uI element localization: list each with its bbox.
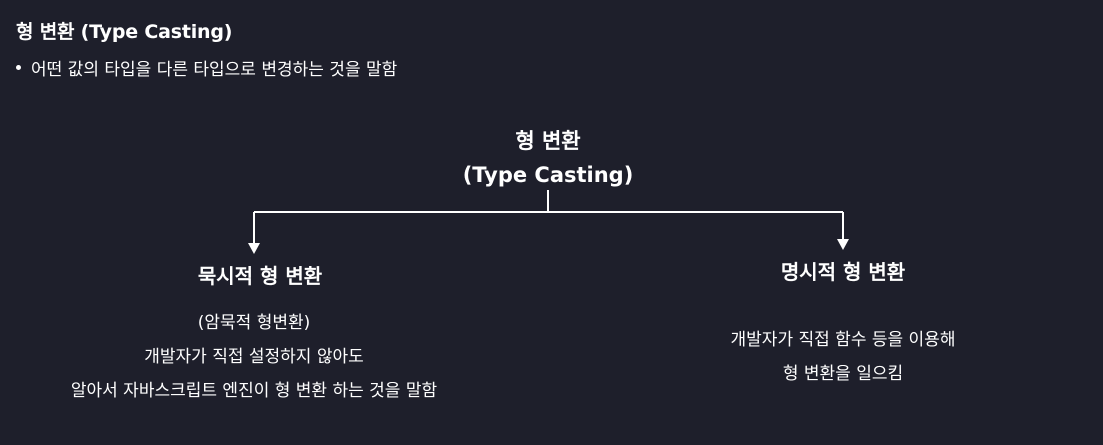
explicit-desc-line: 형 변환을 일으킴 xyxy=(782,364,904,384)
right-arrowhead-icon xyxy=(837,239,849,250)
root-label-line2: (Type Casting) xyxy=(462,163,634,187)
explicit-conversion-desc: 개발자가 직접 함수 등을 이용해 형 변환을 일으킴 xyxy=(731,323,956,391)
left-arrowhead-icon xyxy=(248,243,260,254)
root-label-line1: 형 변환 xyxy=(515,129,581,153)
explicit-desc-line: 개발자가 직접 함수 등을 이용해 xyxy=(730,330,956,350)
implicit-conversion-title: 묵시적 형 변환 xyxy=(197,264,323,288)
bullet-item: 어떤 값의 타입을 다른 타입으로 변경하는 것을 말함 xyxy=(16,55,397,80)
explicit-conversion-title: 명시적 형 변환 xyxy=(780,260,906,284)
implicit-desc-line: 알아서 자바스크립트 엔진이 형 변환 하는 것을 말함 xyxy=(70,381,438,401)
bullet-text: 어떤 값의 타입을 다른 타입으로 변경하는 것을 말함 xyxy=(31,60,398,80)
bullet-icon xyxy=(16,65,21,70)
diagram-root-node: 형 변환 (Type Casting) xyxy=(463,124,634,192)
implicit-desc-line: 개발자가 직접 설정하지 않아도 xyxy=(144,347,364,367)
implicit-desc-line: (암묵적 형변환) xyxy=(197,313,311,333)
implicit-conversion-desc: (암묵적 형변환) 개발자가 직접 설정하지 않아도 알아서 자바스크립트 엔진… xyxy=(71,306,437,408)
page-title: 형 변환 (Type Casting) xyxy=(16,21,233,43)
